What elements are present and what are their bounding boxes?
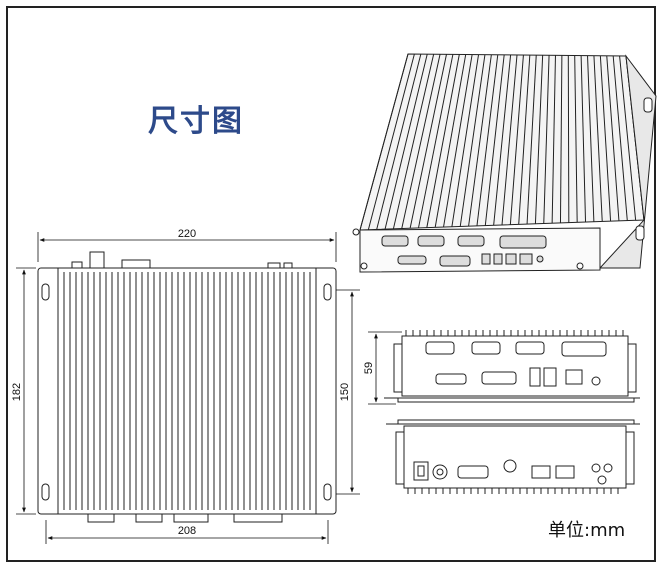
iso-fin-line <box>534 55 544 224</box>
iso-fin-line <box>593 55 603 222</box>
iso-fin-line <box>551 55 556 224</box>
iso-fin-line <box>526 55 537 225</box>
iso-fin-line <box>468 54 492 227</box>
dim-bottom-width-label: 208 <box>178 525 196 537</box>
iso-fin-line <box>606 55 620 221</box>
dim-left-height <box>16 267 36 515</box>
iso-fin-line <box>367 53 415 230</box>
dim-front-height-label: 59 <box>363 362 375 374</box>
iso-fin-line <box>574 55 578 223</box>
iso-fin-line <box>451 54 480 227</box>
dim-top-width <box>37 232 337 262</box>
iso-fin-line <box>401 54 441 229</box>
front-view <box>384 330 640 403</box>
iso-fin-line <box>484 54 505 226</box>
iso-fin-line <box>518 55 531 225</box>
isometric-view <box>352 53 657 273</box>
iso-fin-line <box>543 55 550 224</box>
diagram-title: 尺寸图 <box>148 104 244 139</box>
iso-fin-line <box>612 55 628 221</box>
front-view-fins <box>405 330 624 336</box>
iso-fin-line <box>409 54 447 229</box>
front-view-ports <box>425 341 607 387</box>
iso-fin-line <box>434 54 467 228</box>
iso-front-ports <box>381 235 547 267</box>
dim-left-height-label: 182 <box>11 383 23 401</box>
iso-fin-line <box>443 54 473 228</box>
iso-fin-line <box>417 54 454 229</box>
iso-fin-line <box>384 54 428 230</box>
iso-fin-line <box>426 54 460 228</box>
iso-fin-line <box>392 54 435 229</box>
rear-view <box>386 419 640 494</box>
iso-fin-line <box>359 53 409 231</box>
dim-right-height-label: 150 <box>339 383 351 401</box>
rear-view-fins <box>407 488 619 494</box>
iso-fin-line <box>599 55 612 222</box>
iso-fin-line <box>476 54 499 226</box>
dim-bottom-width <box>45 520 329 544</box>
iso-fin-line <box>567 55 570 223</box>
iso-heatsink-fins <box>359 53 645 231</box>
iso-fin-line <box>580 55 587 223</box>
rear-view-ports <box>413 459 613 485</box>
iso-fin-line <box>559 55 563 223</box>
iso-fin-line <box>587 55 595 222</box>
iso-fin-line <box>619 55 637 221</box>
iso-fin-line <box>493 54 512 226</box>
heatsink-fins <box>63 272 311 510</box>
iso-fin-line <box>501 54 518 226</box>
iso-fin-line <box>459 54 486 227</box>
unit-label: 单位:mm <box>548 520 626 541</box>
dim-top-width-label: 220 <box>178 228 196 240</box>
iso-fin-line <box>509 55 524 225</box>
dim-right-height <box>336 289 360 495</box>
iso-fin-line <box>376 53 422 230</box>
top-view <box>37 251 337 523</box>
dim-front-height <box>368 331 402 405</box>
